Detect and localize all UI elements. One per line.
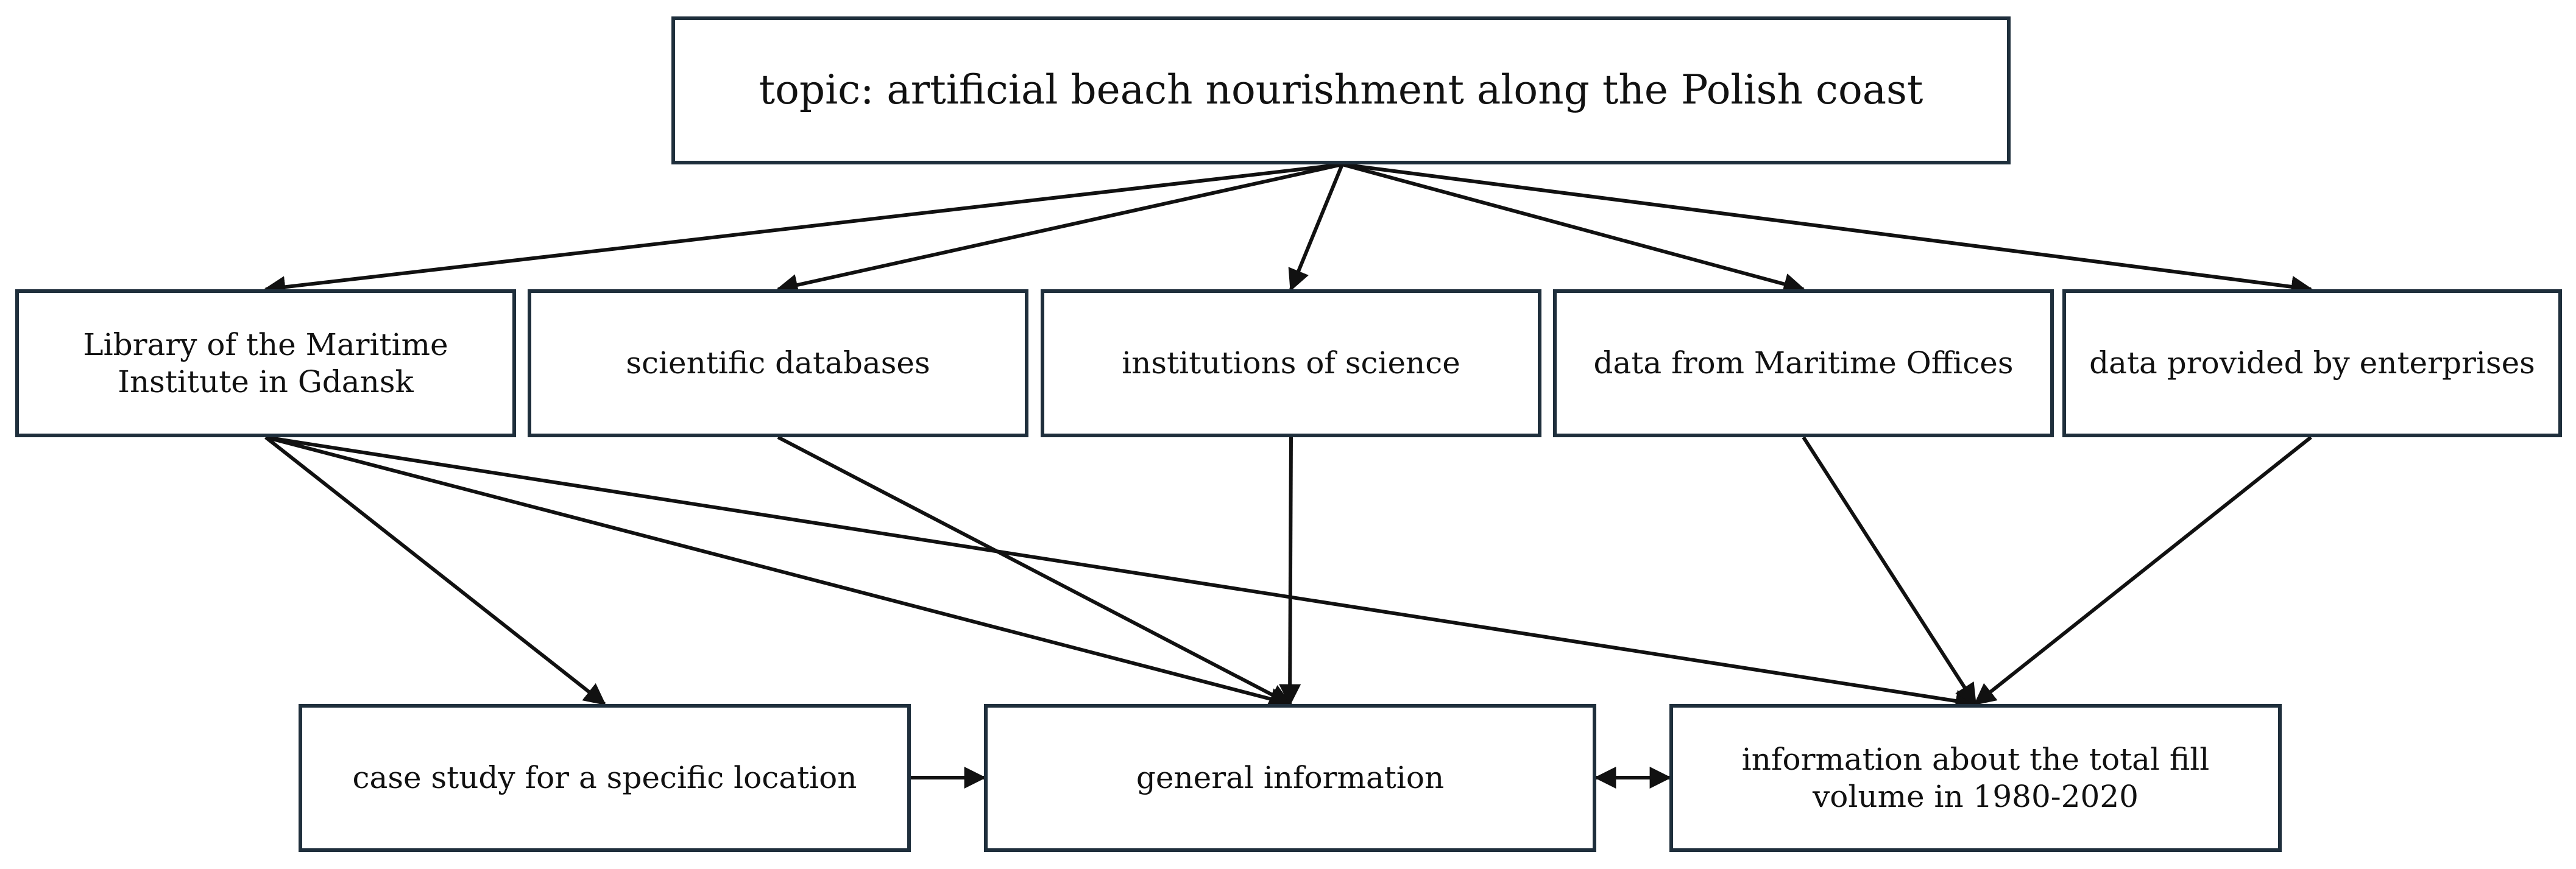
node-fill-volume-label: information about the total fill volume … [1741, 741, 2210, 814]
node-general-information-label: general information [1136, 760, 1445, 795]
node-topic: topic: artificial beach nourishment alon… [671, 16, 2011, 164]
node-maritime-offices-label: data from Maritime Offices [1593, 345, 2014, 381]
node-scientific-databases: scientific databases [528, 289, 1028, 437]
edge-topic-library [263, 163, 1343, 298]
node-maritime-offices: data from Maritime Offices [1553, 289, 2054, 437]
node-library: Library of the Maritime Institute in Gda… [15, 289, 516, 437]
edge-enterprises-fill [1973, 435, 2312, 706]
edge-library-case [264, 435, 606, 706]
node-fill-volume: information about the total fill volume … [1669, 704, 2282, 852]
edge-library-fill [265, 435, 1978, 712]
node-enterprises: data provided by enterprises [2062, 289, 2562, 437]
edge-topic-scientific [776, 163, 1343, 296]
edge-maritime-fill [1802, 436, 1977, 706]
node-library-label: Library of the Maritime Institute in Gda… [83, 326, 448, 399]
edge-topic-enterprises [1342, 163, 2313, 298]
node-institutions-of-science: institutions of science [1041, 289, 1541, 437]
node-case-study: case study for a specific location [299, 704, 911, 852]
node-enterprises-label: data provided by enterprises [2089, 345, 2535, 381]
node-topic-label: topic: artificial beach nourishment alon… [759, 66, 1923, 114]
node-case-study-label: case study for a specific location [352, 760, 857, 795]
edge-topic-maritime [1342, 163, 1806, 295]
node-institutions-of-science-label: institutions of science [1122, 345, 1460, 381]
edge-scientific-general [777, 435, 1292, 706]
edge-topic-institutions [1288, 163, 1344, 292]
node-general-information: general information [984, 704, 1596, 852]
edge-institutions-general [1279, 437, 1301, 706]
edge-library-general [265, 435, 1292, 710]
node-scientific-databases-label: scientific databases [626, 345, 930, 381]
